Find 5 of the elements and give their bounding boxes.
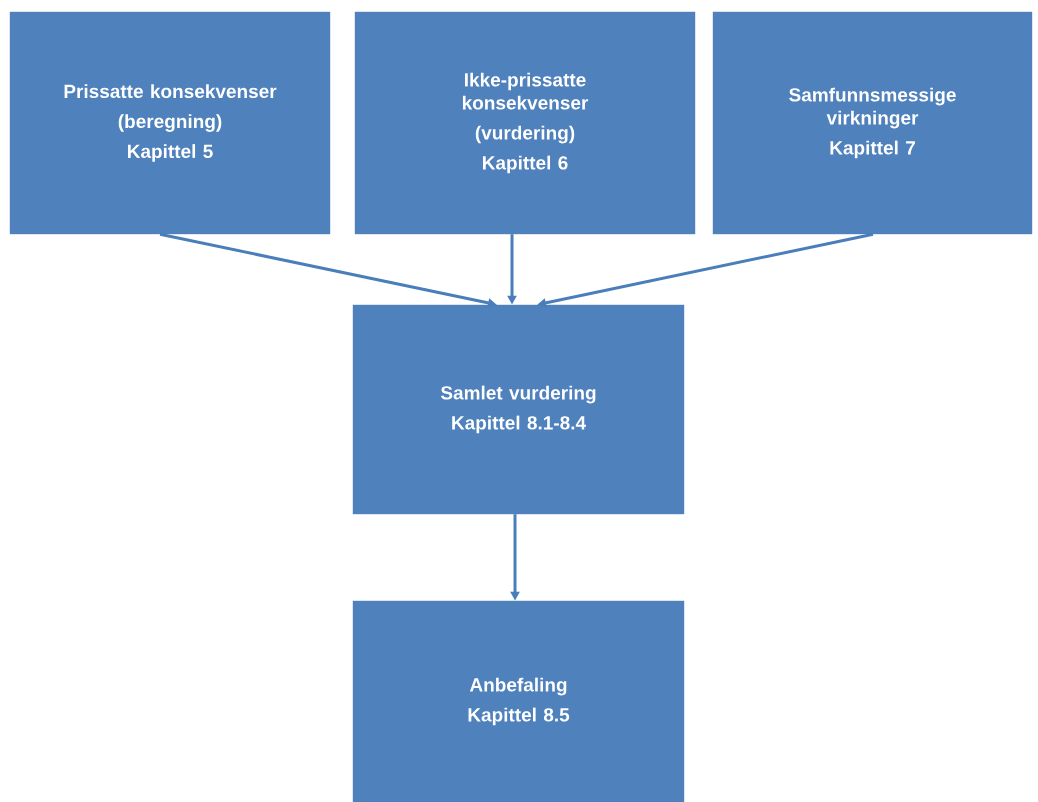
process-box: Anbefaling Kapittel 8.5: [352, 600, 685, 802]
process-box: Samfunnsmessige virkninger Kapittel 7: [712, 11, 1033, 235]
process-box: Prissatte konsekvenser (beregning) Kapittel 5: [9, 11, 331, 235]
process-box: Ikke-prissatte konsekvenser (vurdering) Kapittel 6: [354, 11, 696, 235]
process-box: Samlet vurdering Kapittel 8.1-8.4: [352, 304, 685, 515]
